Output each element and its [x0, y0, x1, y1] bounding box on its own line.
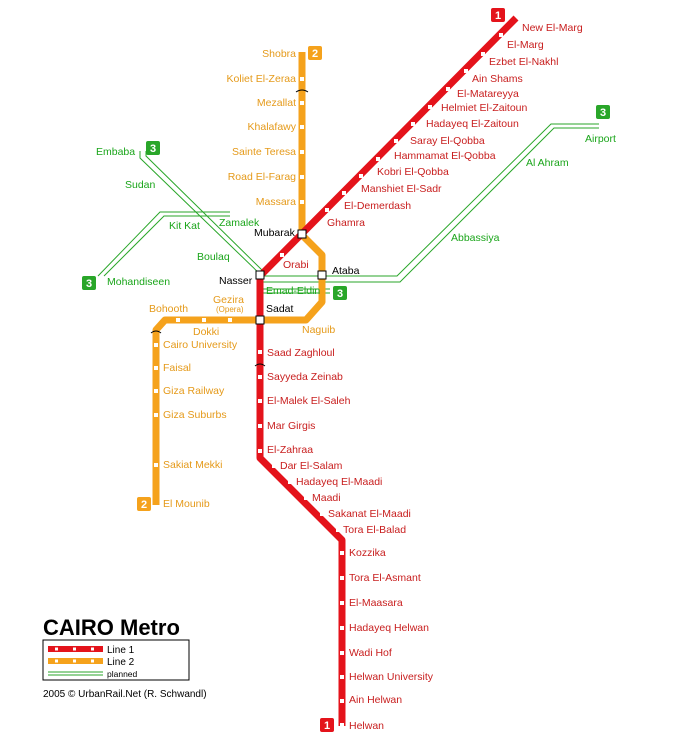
station-label: Kit Kat	[169, 220, 200, 232]
station-label: Al Ahram	[526, 157, 569, 169]
svg-text:1: 1	[324, 720, 330, 732]
svg-text:3: 3	[600, 107, 606, 119]
station-label: Ain Helwan	[349, 694, 402, 706]
station-label: Ain Shams	[472, 73, 523, 85]
badge-line3-west: 3	[82, 276, 96, 290]
station-label: Boulaq	[197, 251, 230, 263]
station-label: Shobra	[262, 48, 296, 60]
station-label: Kobri El-Qobba	[377, 166, 449, 178]
station-label: Kozzika	[349, 547, 386, 559]
station-label: Faisal	[163, 362, 191, 374]
station-label: Sakiat Mekki	[163, 459, 223, 471]
station-label: El-Matareyya	[457, 88, 519, 100]
station-label: Ezbet El-Nakhl	[489, 56, 558, 68]
station-label: Sainte Teresa	[232, 146, 296, 158]
station-label: Koliet El-Zeraa	[227, 73, 297, 85]
station-label: Giza Suburbs	[163, 409, 227, 421]
station-label: Hammamat El-Qobba	[394, 150, 496, 162]
station-label: Hadayeq El-Maadi	[296, 476, 382, 488]
station-label: Mohandiseen	[107, 276, 170, 288]
svg-text:1: 1	[495, 10, 501, 22]
svg-text:2: 2	[141, 499, 147, 511]
line1-labels: New El-Marg El-Marg Ezbet El-Nakhl Ain S…	[219, 22, 583, 732]
station-label: Hadayeq El-Zaitoun	[426, 118, 519, 130]
station-label: Tora El-Asmant	[349, 572, 421, 584]
station-label: El-Maasara	[349, 597, 403, 609]
station-label: Manshiet El-Sadr	[361, 183, 442, 195]
station-label: Embaba	[96, 146, 135, 158]
badge-line2-south: 2	[137, 497, 151, 511]
station-label: Khalafawy	[248, 121, 297, 133]
station-label: Emad-Eldin	[266, 285, 320, 297]
svg-text:2: 2	[312, 48, 318, 60]
legend-box: Line 1 Line 2 planned	[42, 639, 190, 681]
interchange-marks	[150, 89, 309, 367]
station-label: Road El-Farag	[228, 171, 296, 183]
station-label: Dar El-Salam	[280, 460, 343, 472]
station-label: Maadi	[312, 492, 341, 504]
station-label: Hadayeq Helwan	[349, 622, 429, 634]
station-label: Saad Zaghloul	[267, 347, 335, 359]
station-label: Massara	[256, 196, 296, 208]
station-label: Cairo University	[163, 339, 238, 351]
station-label: Ataba	[332, 265, 360, 277]
station-label: El Mounib	[163, 498, 210, 510]
station-label: Mubarak	[254, 227, 296, 239]
station-label: Wadi Hof	[349, 647, 392, 659]
station-label: Sadat	[266, 303, 294, 315]
station-label: Bohooth	[149, 303, 188, 315]
legend-line2-label: Line 2	[107, 657, 135, 668]
legend-line1-label: Line 1	[107, 645, 135, 656]
badge-line2-north: 2	[308, 46, 322, 60]
badge-line1-south: 1	[320, 718, 334, 732]
station-label: Helmiet El-Zaitoun	[441, 102, 528, 114]
station-markers	[154, 33, 503, 727]
transfer-stations	[255, 229, 327, 325]
badge-line3-east: 3	[596, 105, 610, 119]
station-label: El-Malek El-Saleh	[267, 395, 351, 407]
station-label: Mezallat	[257, 97, 296, 109]
station-label: Sakanat El-Maadi	[328, 508, 411, 520]
station-label: Tora El-Balad	[343, 524, 406, 536]
station-label: Giza Railway	[163, 385, 225, 397]
station-label: Zamalek	[219, 217, 260, 229]
copyright-text: 2005 © UrbanRail.Net (R. Schwandl)	[43, 689, 207, 700]
line3-labels: Airport Al Ahram Abbassiya Emad-Eldin Za…	[96, 133, 616, 297]
station-label: Abbassiya	[451, 232, 500, 244]
station-label: Naguib	[302, 324, 335, 336]
station-label: El-Zahraa	[267, 444, 313, 456]
station-sublabel: (Opera)	[216, 305, 244, 314]
legend-planned-label: planned	[107, 669, 138, 679]
station-label: Sayyeda Zeinab	[267, 371, 343, 383]
badge-line1-north: 1	[491, 8, 505, 22]
station-label: Dokki	[193, 326, 219, 338]
line2-labels: Shobra Koliet El-Zeraa Mezallat Khalafaw…	[149, 48, 360, 510]
station-label: Orabi	[283, 259, 309, 271]
station-label: Gezira	[213, 294, 244, 306]
map-title: CAIRO Metro	[43, 615, 180, 640]
station-label: Nasser	[219, 275, 253, 287]
svg-text:3: 3	[150, 143, 156, 155]
station-label: Mar Girgis	[267, 420, 315, 432]
station-label: New El-Marg	[522, 22, 583, 34]
badge-line3-embaba: 3	[146, 141, 160, 155]
station-label: El-Demerdash	[344, 200, 411, 212]
station-label: Helwan	[349, 720, 384, 732]
svg-text:3: 3	[337, 288, 343, 300]
station-label: Sudan	[125, 179, 156, 191]
station-label: Ghamra	[327, 217, 365, 229]
station-label: El-Marg	[507, 39, 544, 51]
svg-text:3: 3	[86, 278, 92, 290]
badge-line3-mid: 3	[333, 286, 347, 300]
station-label: Saray El-Qobba	[410, 135, 485, 147]
station-label: Airport	[585, 133, 616, 145]
station-label: Helwan University	[349, 671, 434, 683]
